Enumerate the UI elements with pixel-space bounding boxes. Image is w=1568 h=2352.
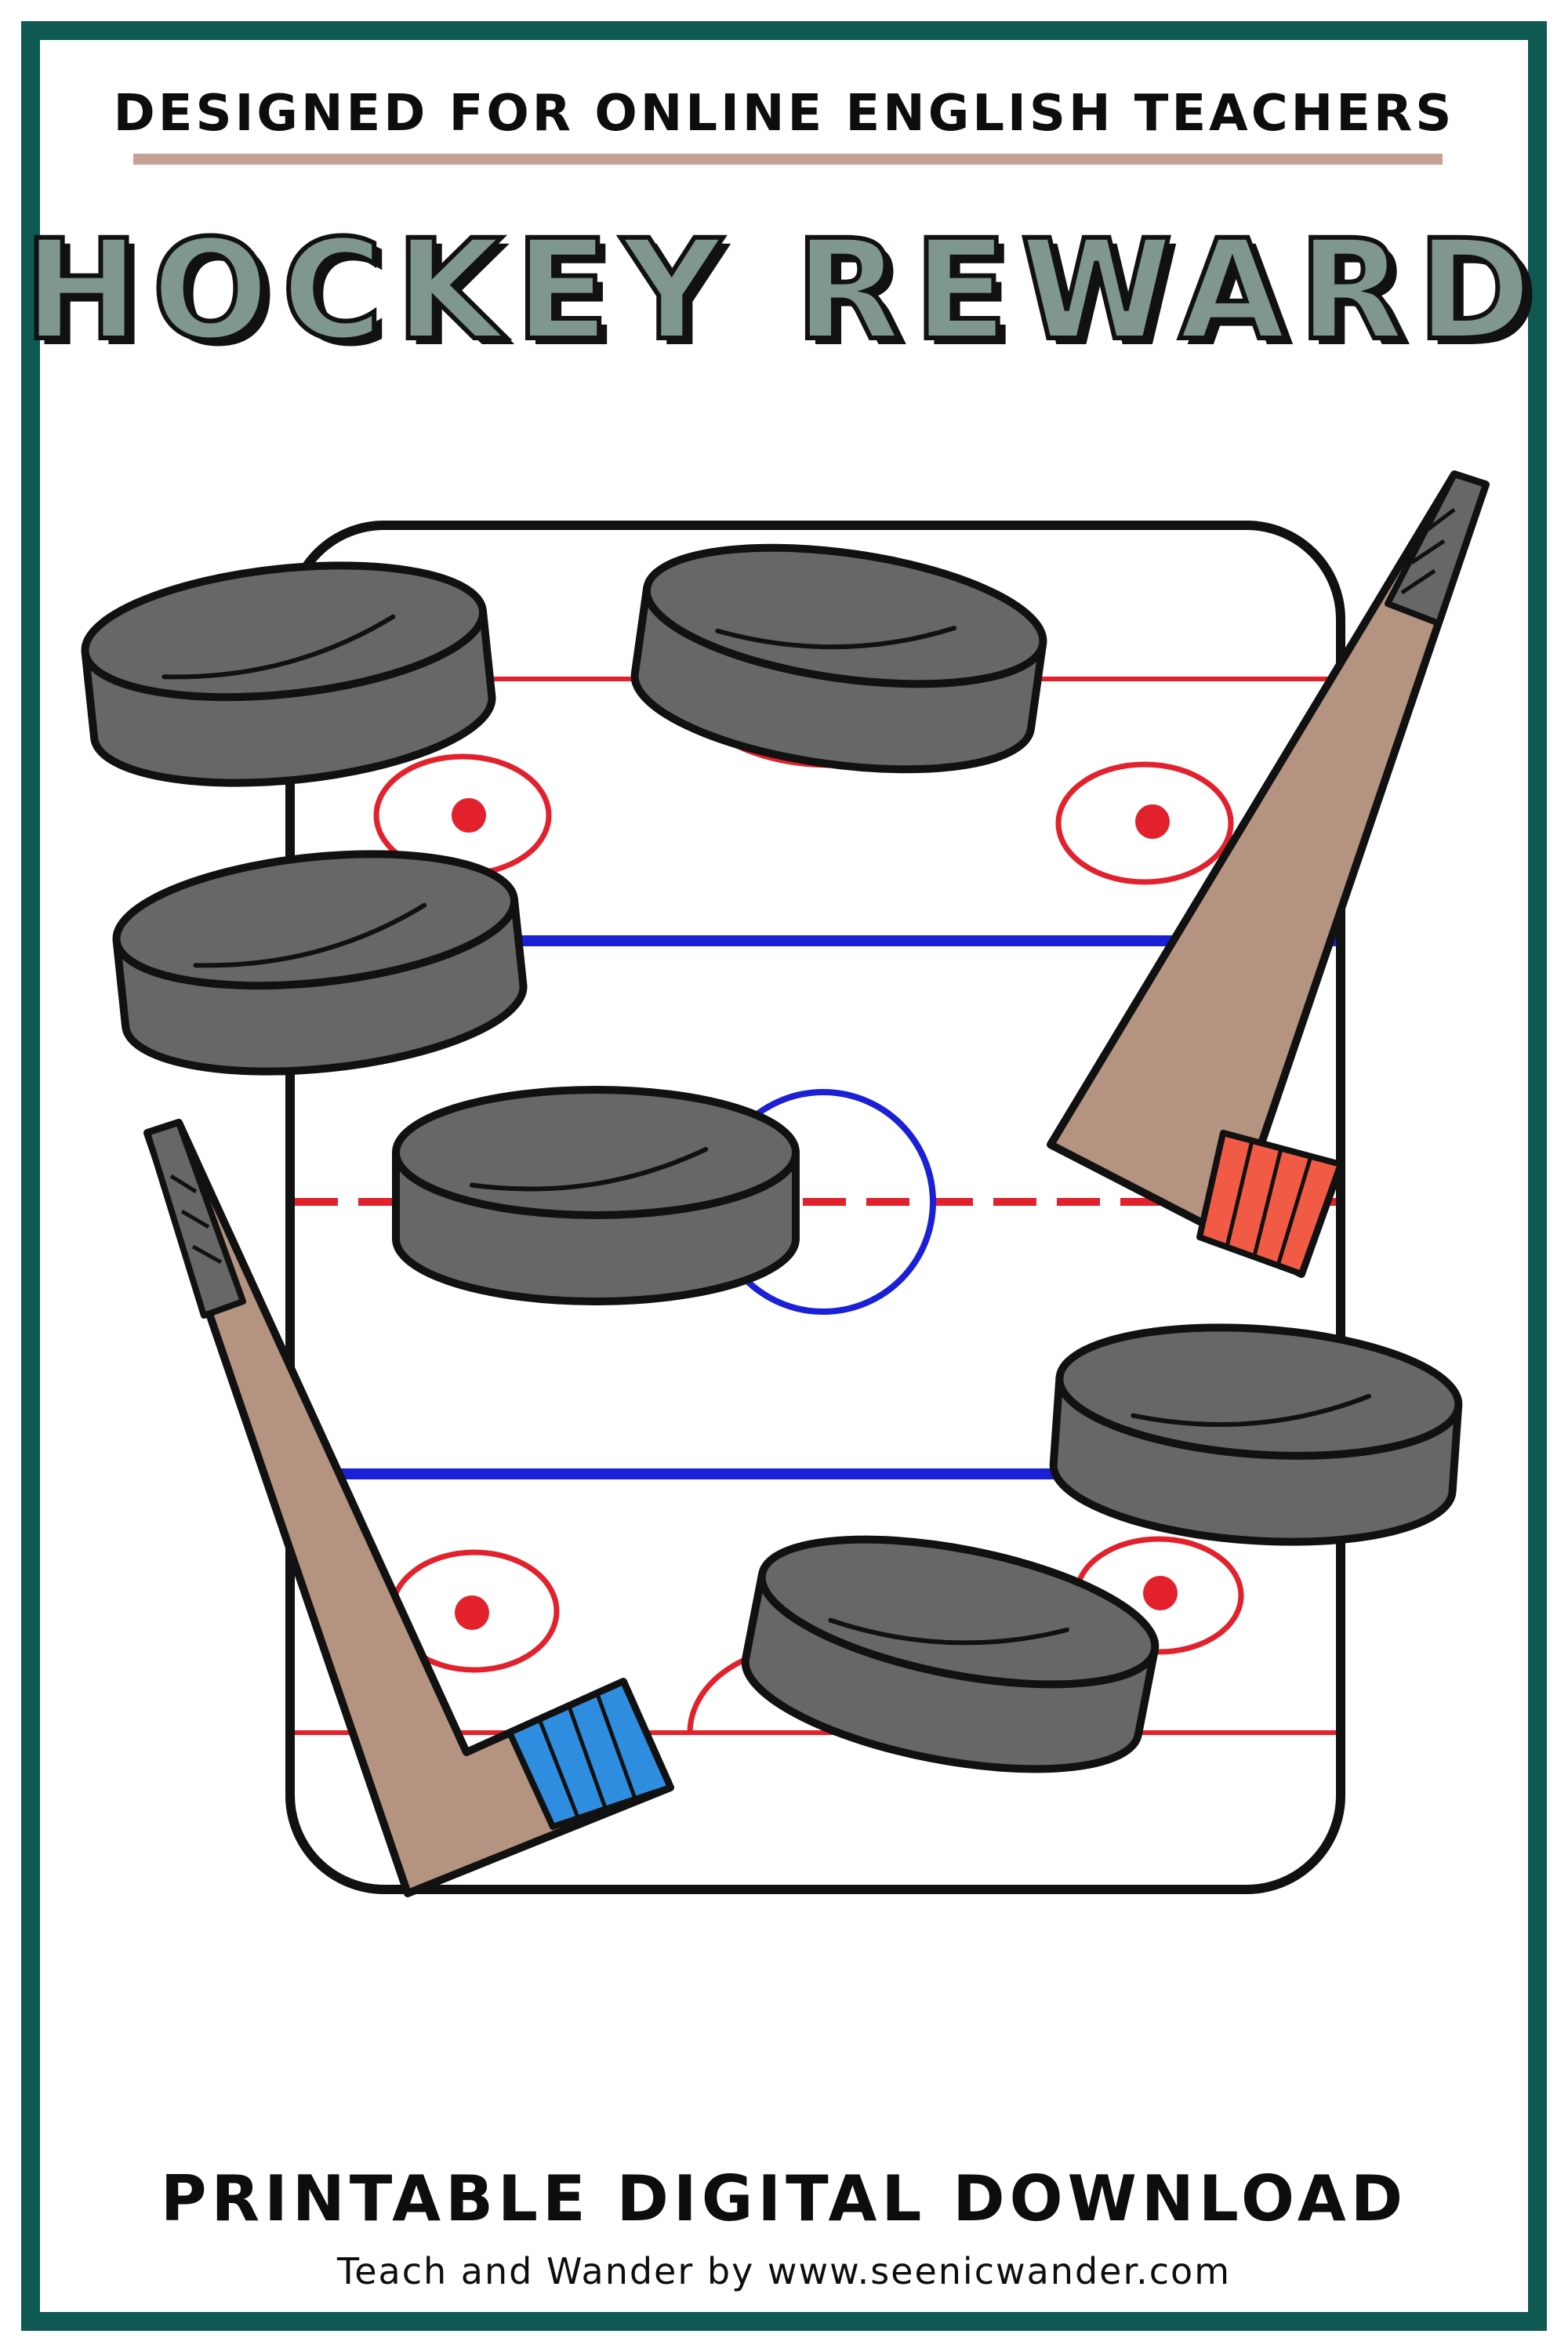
top-tagline: DESIGNED FOR ONLINE ENGLISH TEACHERS — [113, 85, 1455, 143]
tagline-underline — [133, 154, 1443, 165]
poster-frame — [21, 21, 1547, 2331]
hockey-puck — [81, 561, 496, 787]
hockey-puck — [392, 1086, 800, 1305]
poster-title: HOCKEY REWARD — [21, 208, 1544, 373]
faceoff-dot-bottom-right — [1143, 1576, 1178, 1610]
hockey-puck — [112, 850, 528, 1076]
rink-outline — [285, 521, 1345, 1894]
credit-line: Teach and Wander by www.seenicwander.com — [336, 2250, 1232, 2292]
hockey-stick-right — [1047, 470, 1490, 1278]
hockey-pucks — [81, 543, 1463, 1773]
faceoff-circle-top-right — [1055, 761, 1234, 885]
bottom-tagline: PRINTABLE DIGITAL DOWNLOAD — [160, 2162, 1408, 2235]
faceoff-dot-top-right — [1135, 804, 1170, 839]
hockey-puck — [1049, 1323, 1463, 1546]
faceoff-dot-top-left — [452, 798, 486, 833]
hockey-puck — [741, 1535, 1160, 1773]
faceoff-dot-bottom-left — [455, 1595, 489, 1630]
hockey-puck — [630, 543, 1047, 774]
hockey-stick-left — [143, 1119, 674, 1897]
